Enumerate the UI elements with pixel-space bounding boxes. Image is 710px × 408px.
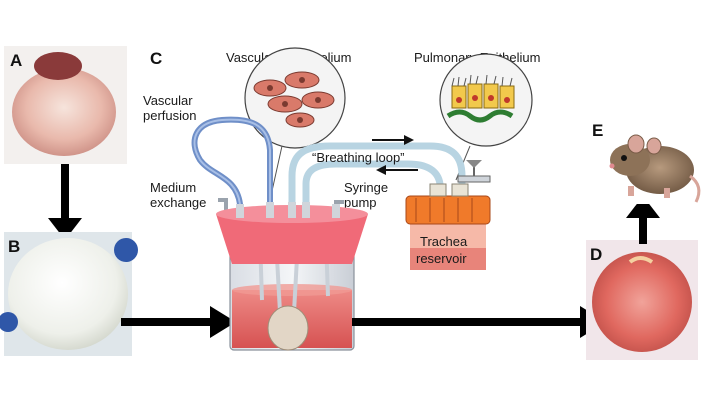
panel-a: A <box>4 46 127 164</box>
lung-native <box>12 68 116 156</box>
trachea-reservoir: Trachea reservoir <box>405 160 491 270</box>
trachea-reservoir-label-1: Trachea <box>420 234 468 249</box>
arrow-c-to-d <box>352 306 606 338</box>
panel-d: D <box>586 240 698 360</box>
breathing-loop-flow-arrows <box>372 135 418 175</box>
medium-exchange-port <box>218 198 228 214</box>
breathing-loop-label: “Breathing loop” <box>312 150 405 165</box>
medium-exchange-label-2: exchange <box>150 195 206 210</box>
arrow-d-to-e <box>626 196 660 244</box>
panel-c-letter: C <box>150 49 162 68</box>
reservoir-cap <box>405 195 491 225</box>
breathing-loop-tubing <box>288 142 466 212</box>
pulmonary-epithelium-inset: Pulmonary Epithelium <box>414 50 540 181</box>
lung-recellularized <box>592 252 692 352</box>
syringe-pump-label-2: pump <box>344 195 377 210</box>
trachea-reservoir-label-2: reservoir <box>416 251 467 266</box>
vascular-perfusion-label-1: Vascular <box>143 93 193 108</box>
panel-e: E <box>586 118 701 204</box>
bioreactor-chamber <box>216 202 368 351</box>
arrow-b-to-c <box>121 306 236 338</box>
heart-tissue <box>34 52 82 80</box>
panel-b-letter: B <box>8 237 20 256</box>
syringe-pump-label-1: Syringe <box>344 180 388 195</box>
medium-exchange-label-1: Medium <box>150 180 196 195</box>
vascular-perfusion-label-2: perfusion <box>143 108 196 123</box>
panel-e-letter: E <box>592 121 603 140</box>
panel-b: B <box>0 232 138 356</box>
panel-a-letter: A <box>10 51 22 70</box>
bioreactor-lid <box>216 214 368 264</box>
vascular-endothelium-inset: Vascular Endothelium <box>226 47 352 201</box>
lung-decellularized <box>8 238 128 350</box>
arrow-a-to-b <box>48 164 82 240</box>
lung-in-bioreactor <box>267 305 309 351</box>
panel-d-letter: D <box>590 245 602 264</box>
panel-c: C Vascular Endothelium Pulmonary Epithel… <box>143 47 540 351</box>
